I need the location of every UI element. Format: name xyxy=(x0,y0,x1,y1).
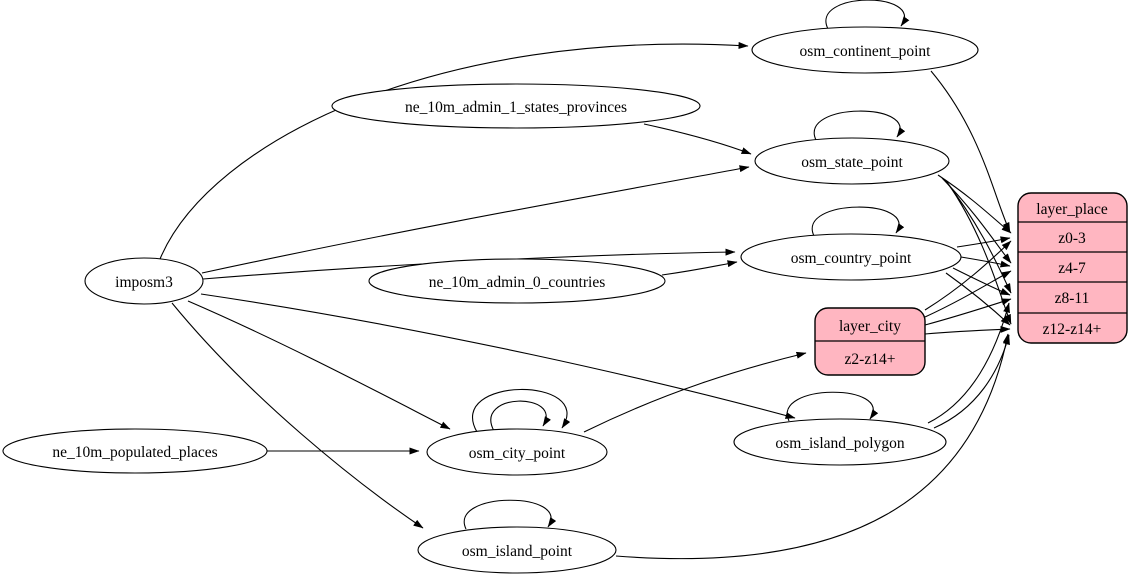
record-layer_city-title: layer_city xyxy=(839,318,901,335)
node-osm_state_point: osm_state_point xyxy=(754,137,950,185)
edge-layer_city-layer_place-z0-3 xyxy=(924,240,1012,311)
edge-osm_country_point-layer_place-z4-7 xyxy=(960,256,1011,268)
node-osm_city_point-shape xyxy=(426,428,608,476)
node-ne_10m_populated_places-label: ne_10m_populated_places xyxy=(52,444,217,461)
node-osm_country_point: osm_country_point xyxy=(740,233,962,281)
node-ne_10m_admin_1_states_provinces-shape xyxy=(331,83,701,129)
self-loop-osm_country_point xyxy=(811,206,905,237)
edge-group xyxy=(159,0,1012,560)
node-osm_state_point-label: osm_state_point xyxy=(801,154,903,171)
node-ne_10m_admin_1_states_provinces: ne_10m_admin_1_states_provinces xyxy=(331,83,701,129)
node-osm_city_point: osm_city_point xyxy=(426,428,608,476)
node-ne_10m_populated_places-shape xyxy=(2,428,268,474)
self-loop-osm_island_polygon xyxy=(786,391,879,422)
node-osm_state_point-shape xyxy=(754,137,950,185)
node-group: imposm3 ne_10m_admin_1_states_provinces … xyxy=(2,26,979,574)
edge-ne_10m_admin_1_states_provinces-osm_state_point xyxy=(643,123,752,155)
record-layer_city-row-z2-z14: z2-z14+ xyxy=(845,351,896,368)
node-ne_10m_admin_0_countries-label: ne_10m_admin_0_countries xyxy=(429,274,606,291)
node-osm_continent_point-label: osm_continent_point xyxy=(800,43,932,60)
edge-osm_state_point-layer_place-z0-3 xyxy=(937,174,1012,234)
edge-imposm3-osm_island_polygon xyxy=(200,293,796,419)
edge-imposm3-osm_island_point xyxy=(171,302,424,529)
node-imposm3-shape xyxy=(84,257,204,305)
node-osm_island_point: osm_island_point xyxy=(417,526,617,574)
record-layer_place-title: layer_place xyxy=(1036,201,1108,218)
record-layer_place-row-z12-z14: z12-z14+ xyxy=(1043,321,1102,338)
self-loop-osm_island_point xyxy=(463,499,557,530)
edge-ne_10m_admin_0_countries-osm_country_point xyxy=(661,260,738,276)
edge-osm_country_point-layer_place-z8-11 xyxy=(952,267,1011,296)
edge-osm_country_point-layer_place-z12-z14 xyxy=(945,272,1011,326)
node-osm_continent_point: osm_continent_point xyxy=(751,26,979,74)
record-layer_place-shape xyxy=(1017,192,1128,344)
node-ne_10m_admin_0_countries-shape xyxy=(368,258,666,304)
edge-osm_island_point-layer_place-z12-z14 xyxy=(615,333,1010,560)
node-ne_10m_admin_0_countries: ne_10m_admin_0_countries xyxy=(368,258,666,304)
node-osm_island_point-label: osm_island_point xyxy=(462,543,573,560)
edge-imposm3-osm_continent_point xyxy=(159,41,749,260)
record-layer_city: layer_city z2-z14+ xyxy=(814,307,926,376)
node-osm_continent_point-shape xyxy=(751,26,979,74)
self-loop-inner-osm_city_point xyxy=(490,400,551,432)
record-layer_place-row-z0-3: z0-3 xyxy=(1058,230,1086,247)
node-imposm3-label: imposm3 xyxy=(115,274,173,291)
edge-osm_country_point-layer_place-z0-3 xyxy=(956,236,1011,248)
self-loop-osm_continent_point xyxy=(825,0,910,30)
node-osm_island_polygon: osm_island_polygon xyxy=(733,418,947,466)
record-layer_place-row-z8-11: z8-11 xyxy=(1055,290,1090,307)
self-loop-osm_state_point xyxy=(813,110,906,141)
node-osm_island_point-shape xyxy=(417,526,617,574)
edge-osm_island_polygon-layer_place-z8-11 xyxy=(927,302,1010,424)
record-layer_place-row-z4-7: z4-7 xyxy=(1058,260,1086,277)
edge-osm_continent_point-layer_place-z0-3 xyxy=(930,70,1011,233)
node-imposm3: imposm3 xyxy=(84,257,204,305)
edge-imposm3-osm_state_point xyxy=(201,165,750,274)
edge-layer_city-layer_place-z12-z14 xyxy=(924,325,1011,335)
node-osm_island_polygon-label: osm_island_polygon xyxy=(775,435,904,452)
node-osm_country_point-shape xyxy=(740,233,962,281)
self-loop-outer-osm_city_point xyxy=(472,389,571,433)
edge-layer_city-layer_place-z8-11 xyxy=(924,298,1012,326)
node-ne_10m_admin_1_states_provinces-label: ne_10m_admin_1_states_provinces xyxy=(405,99,627,116)
edge-osm_city_point-layer_city-z2-z14 xyxy=(583,351,807,433)
node-osm_city_point-label: osm_city_point xyxy=(469,445,566,462)
edge-osm_island_polygon-layer_place-z12-z14 xyxy=(933,334,1010,429)
node-osm_island_polygon-shape xyxy=(733,418,947,466)
node-osm_country_point-label: osm_country_point xyxy=(791,250,912,267)
record-layer_place: layer_place z0-3 z4-7 z8-11 z12-z14+ xyxy=(1017,192,1128,344)
edge-imposm3-osm_city_point xyxy=(187,300,451,430)
edge-layer_city-layer_place-z4-7 xyxy=(924,270,1012,318)
node-ne_10m_populated_places: ne_10m_populated_places xyxy=(2,428,268,474)
edge-osm_state_point-layer_place-z12-z14 xyxy=(946,181,1012,325)
